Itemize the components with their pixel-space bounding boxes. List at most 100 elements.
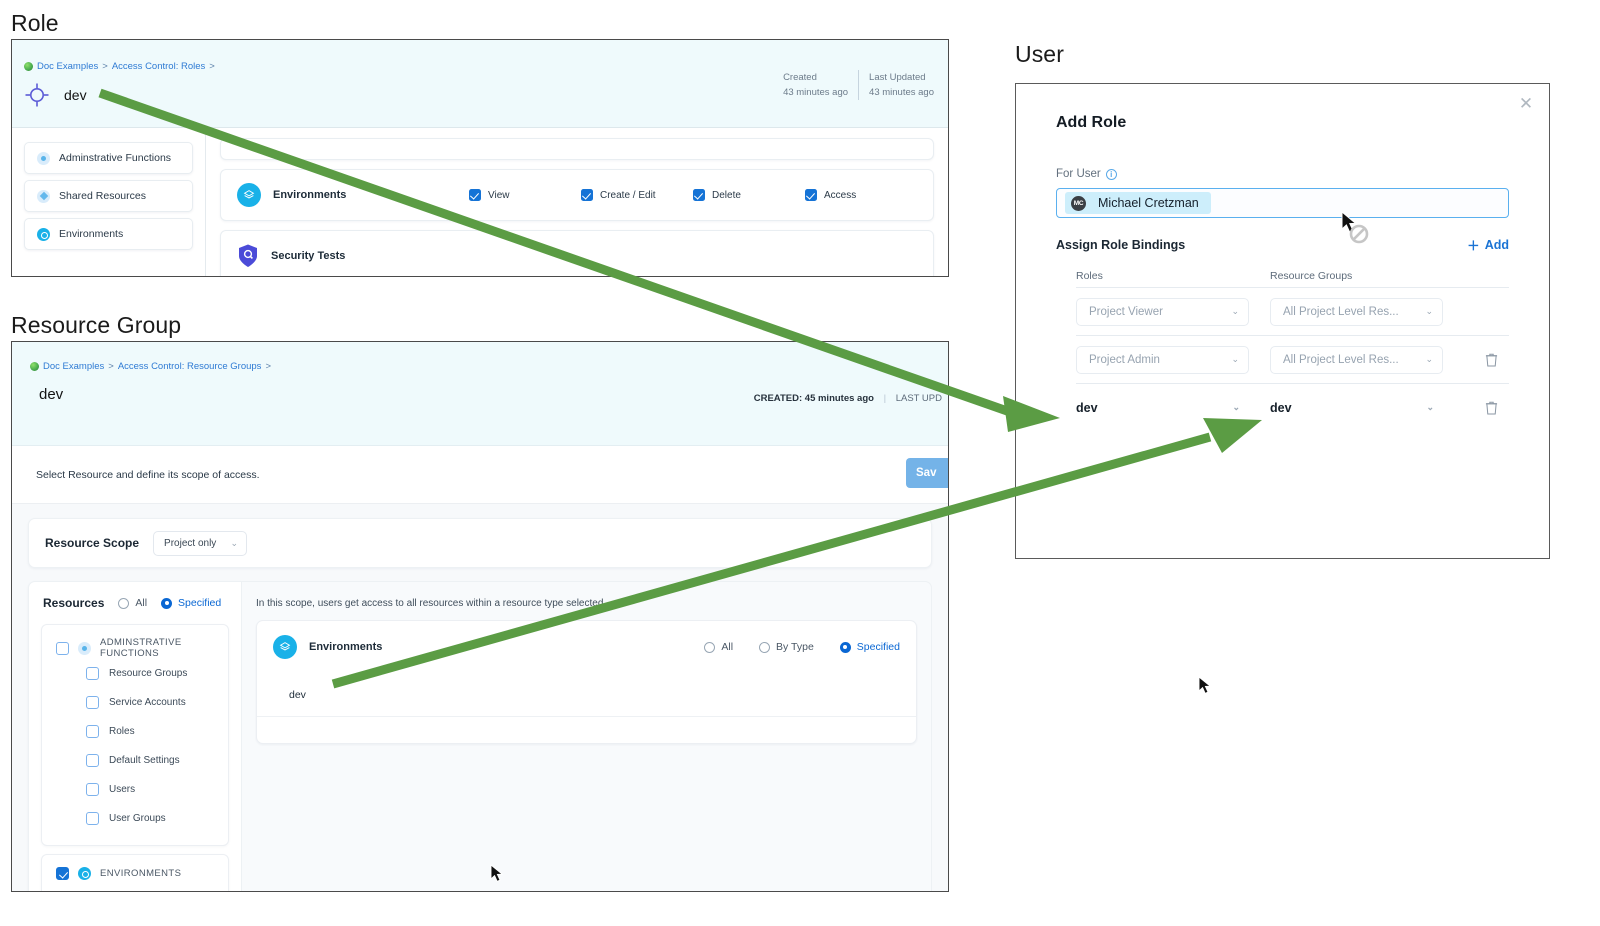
resources-radio-all[interactable]: All xyxy=(118,597,147,609)
sidebar-item-label: Shared Resources xyxy=(59,190,146,202)
permission-delete[interactable]: Delete xyxy=(693,189,805,201)
radio-icon[interactable] xyxy=(759,641,771,653)
chevron-down-icon: ⌄ xyxy=(230,537,239,548)
pale-diamond-icon xyxy=(37,189,50,203)
resource-child-service-accounts[interactable]: Service Accounts xyxy=(42,688,228,717)
checkbox-checked-icon[interactable] xyxy=(693,189,705,201)
role-select-project-admin[interactable]: Project Admin ⌄ xyxy=(1076,345,1249,374)
delete-icon[interactable] xyxy=(1485,352,1498,367)
cyan-ring-icon xyxy=(37,227,50,241)
checkbox-icon[interactable] xyxy=(86,812,99,825)
breadcrumb-separator: > xyxy=(102,61,108,72)
user-binding-role-dev[interactable]: dev ⌄ xyxy=(1076,394,1249,422)
scope-radio-specified[interactable]: Specified xyxy=(839,641,900,653)
add-binding-button[interactable]: ＋ Add xyxy=(1467,235,1509,254)
resource-child-label: Service Accounts xyxy=(109,697,186,708)
delete-icon[interactable] xyxy=(1485,400,1498,415)
checkbox-icon[interactable] xyxy=(86,667,99,680)
resources-column: Resources All Specified xyxy=(28,581,241,891)
resource-group-select-all-project-level[interactable]: All Project Level Res... ⌄ xyxy=(1270,345,1443,374)
sidebar-item-environments[interactable]: Environments xyxy=(24,218,193,250)
resource-group-label: ENVIRONMENTS xyxy=(100,868,182,879)
modal-title: Add Role xyxy=(1056,114,1127,131)
meta-created: Created 43 minutes ago xyxy=(773,70,858,100)
resource-child-roles[interactable]: Roles xyxy=(42,717,228,746)
user-chip[interactable]: MC Michael Cretzman xyxy=(1065,192,1211,214)
checkbox-checked-icon[interactable] xyxy=(56,867,69,880)
bindings-rows: Project Viewer ⌄ All Project Level Res..… xyxy=(1076,287,1509,431)
save-button[interactable]: Sav xyxy=(906,458,948,488)
meta-created-value: 43 minutes ago xyxy=(783,87,849,98)
resource-scope-select[interactable]: Project only ⌄ xyxy=(153,530,248,556)
breadcrumb-section[interactable]: Access Control: Roles xyxy=(111,61,206,72)
binding-row: dev ⌄ dev ⌄ xyxy=(1076,383,1509,431)
resource-child-resource-groups[interactable]: Resource Groups xyxy=(42,659,228,688)
breadcrumb-section[interactable]: Access Control: Resource Groups xyxy=(117,361,262,372)
permission-row-environments: Environments View Create / Edit xyxy=(220,169,934,221)
checkbox-icon[interactable] xyxy=(86,754,99,767)
role-sidebar: Adminstrative Functions Shared Resources… xyxy=(12,128,206,276)
checkbox-icon[interactable] xyxy=(86,783,99,796)
resource-type: Environments xyxy=(273,635,704,659)
checkbox-icon[interactable] xyxy=(86,696,99,709)
crosshair-target-icon xyxy=(24,82,50,108)
resource-group-header[interactable]: ADMINSTRATIVE FUNCTIONS xyxy=(42,637,228,659)
resource-child-user-groups[interactable]: User Groups xyxy=(42,804,228,833)
breadcrumb-root[interactable]: Doc Examples xyxy=(43,361,105,372)
role-select-value: dev xyxy=(1076,400,1098,415)
scope-radio-all[interactable]: All xyxy=(704,641,733,653)
mouse-cursor-arrow xyxy=(1198,676,1212,696)
role-title-dev: dev xyxy=(64,87,87,103)
resource-group-select-all-project-level[interactable]: All Project Level Res... ⌄ xyxy=(1270,297,1443,326)
checkbox-checked-icon[interactable] xyxy=(469,189,481,201)
radio-icon[interactable] xyxy=(118,597,130,609)
radio-selected-icon[interactable] xyxy=(161,597,173,609)
permission-card-partial xyxy=(220,138,934,160)
binding-role-cell: dev ⌄ xyxy=(1076,394,1270,422)
info-icon[interactable]: i xyxy=(1105,168,1117,180)
resources-radio-specified[interactable]: Specified xyxy=(161,597,221,609)
role-select-project-viewer[interactable]: Project Viewer ⌄ xyxy=(1076,297,1249,326)
permission-create-edit[interactable]: Create / Edit xyxy=(581,189,693,201)
checkbox-checked-icon[interactable] xyxy=(581,189,593,201)
radio-label: By Type xyxy=(776,641,814,653)
resource-type-label: Security Tests xyxy=(271,250,346,262)
chevron-down-icon: ⌄ xyxy=(1425,306,1433,316)
permission-view[interactable]: View xyxy=(469,189,581,201)
permission-access[interactable]: Access xyxy=(805,189,917,201)
scope-radio-by-type[interactable]: By Type xyxy=(759,641,814,653)
resource-group-detail-dev[interactable]: dev xyxy=(257,673,916,717)
permission-label: Delete xyxy=(712,189,741,201)
sidebar-item-administrative-functions[interactable]: Adminstrative Functions xyxy=(24,142,193,174)
binding-role-cell: Project Admin ⌄ xyxy=(1076,345,1270,374)
scope-detail-radios: All By Type Specified xyxy=(704,641,900,653)
resource-group-select-value: All Project Level Res... xyxy=(1283,353,1399,366)
checkbox-checked-icon[interactable] xyxy=(805,189,817,201)
resource-type: Environments xyxy=(237,183,469,207)
project-dot-icon xyxy=(24,62,33,71)
environments-layers-icon xyxy=(273,635,297,659)
sidebar-item-shared-resources[interactable]: Shared Resources xyxy=(24,180,193,212)
user-binding-resource-group-dev[interactable]: dev ⌄ xyxy=(1270,394,1443,422)
resource-child-users[interactable]: Users xyxy=(42,775,228,804)
checkbox-icon[interactable] xyxy=(86,725,99,738)
radio-selected-icon[interactable] xyxy=(839,641,851,653)
resource-scope-card: Resource Scope Project only ⌄ xyxy=(28,518,932,568)
resource-child-label: Resource Groups xyxy=(109,668,188,679)
resource-group-header[interactable]: ENVIRONMENTS xyxy=(42,867,228,880)
meta-updated-label: Last Updated xyxy=(869,72,926,83)
binding-resource-group-cell: All Project Level Res... ⌄ xyxy=(1270,297,1452,326)
checkbox-icon[interactable] xyxy=(56,641,69,655)
binding-row: Project Admin ⌄ All Project Level Res...… xyxy=(1076,335,1509,383)
breadcrumb[interactable]: Doc Examples > Access Control: Roles > xyxy=(24,61,215,72)
radio-label: Specified xyxy=(178,597,222,609)
breadcrumb[interactable]: Doc Examples > Access Control: Resource … xyxy=(30,361,271,372)
resource-child-default-settings[interactable]: Default Settings xyxy=(42,746,228,775)
breadcrumb-root[interactable]: Doc Examples xyxy=(37,61,99,72)
user-field[interactable]: MC Michael Cretzman xyxy=(1056,188,1509,218)
close-icon[interactable]: ✕ xyxy=(1518,94,1534,113)
chevron-down-icon: ⌄ xyxy=(1425,354,1433,364)
radio-icon[interactable] xyxy=(704,641,716,653)
bindings-title: Assign Role Bindings xyxy=(1056,237,1186,252)
role-select-value: Project Admin xyxy=(1089,353,1160,366)
